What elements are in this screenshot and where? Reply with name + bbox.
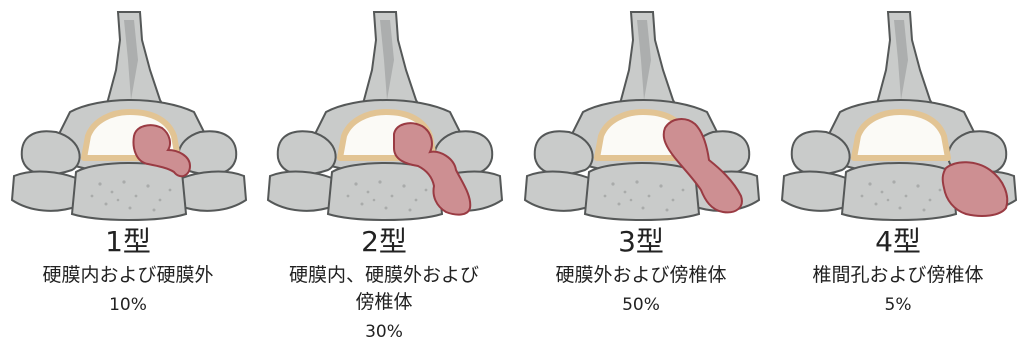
description-label: 硬膜外および傍椎体	[513, 262, 769, 289]
panel-type-2: 2型 硬膜内、硬膜外および 傍椎体 30%	[256, 0, 512, 343]
description-label: 硬膜内および硬膜外	[0, 262, 256, 289]
vertebra-illustration-type-4	[770, 0, 1026, 222]
type-label: 4型	[770, 226, 1026, 258]
percentage-label: 5%	[770, 294, 1026, 316]
vertebra-illustration-type-1	[0, 0, 256, 222]
vertebra-illustration-type-2	[256, 0, 512, 222]
type-label: 2型	[256, 226, 512, 258]
panel-type-1: 1型 硬膜内および硬膜外 10%	[0, 0, 256, 343]
spinal-canal	[854, 112, 948, 158]
percentage-label: 30%	[256, 321, 512, 343]
type-label: 3型	[513, 226, 769, 258]
vertebra-illustration-type-3	[513, 0, 769, 222]
percentage-label: 50%	[513, 294, 769, 316]
description-label: 椎間孔および傍椎体	[770, 262, 1026, 289]
description-label: 硬膜内、硬膜外および 傍椎体	[256, 262, 512, 316]
type-label: 1型	[0, 226, 256, 258]
panel-type-4: 4型 椎間孔および傍椎体 5%	[770, 0, 1026, 343]
percentage-label: 10%	[0, 294, 256, 316]
panel-type-3: 3型 硬膜外および傍椎体 50%	[513, 0, 769, 343]
